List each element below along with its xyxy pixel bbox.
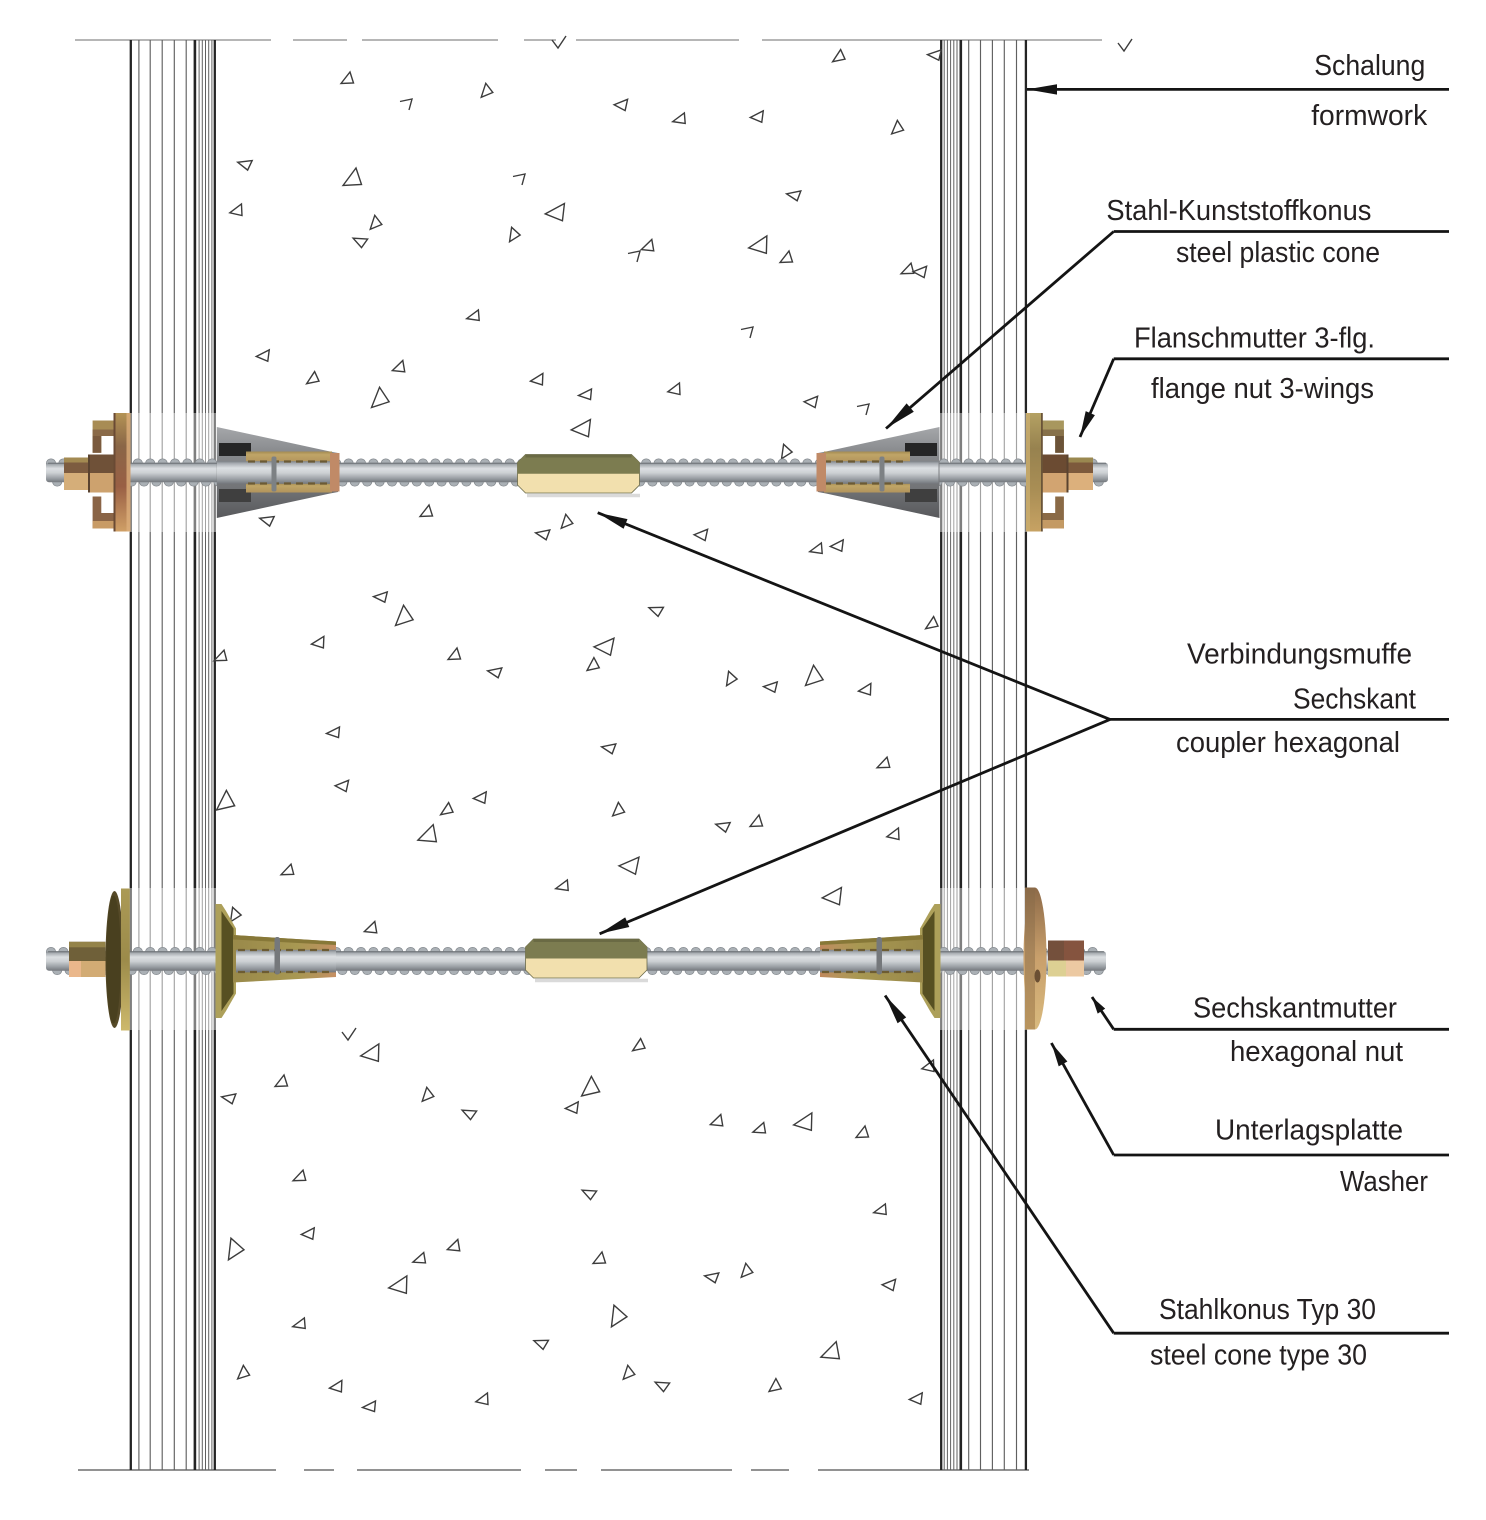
svg-text:Schalung: Schalung	[1314, 50, 1425, 82]
svg-text:coupler hexagonal: coupler hexagonal	[1176, 727, 1400, 759]
svg-text:Sechskant: Sechskant	[1293, 684, 1416, 716]
svg-text:formwork: formwork	[1311, 100, 1427, 132]
svg-text:Stahlkonus Typ 30: Stahlkonus Typ 30	[1159, 1294, 1376, 1326]
svg-text:Washer: Washer	[1340, 1166, 1428, 1198]
svg-text:Flanschmutter 3-flg.: Flanschmutter 3-flg.	[1134, 322, 1375, 354]
svg-text:steel cone type 30: steel cone type 30	[1150, 1340, 1367, 1372]
svg-text:Stahl-Kunststoffkonus: Stahl-Kunststoffkonus	[1106, 195, 1371, 227]
svg-text:Unterlagsplatte: Unterlagsplatte	[1215, 1115, 1403, 1147]
svg-text:flange nut 3-wings: flange nut 3-wings	[1151, 373, 1374, 405]
svg-text:steel plastic cone: steel plastic cone	[1176, 237, 1380, 269]
svg-text:Verbindungsmuffe: Verbindungsmuffe	[1187, 639, 1412, 671]
svg-text:hexagonal nut: hexagonal nut	[1230, 1036, 1403, 1068]
svg-text:Sechskantmutter: Sechskantmutter	[1193, 993, 1397, 1025]
